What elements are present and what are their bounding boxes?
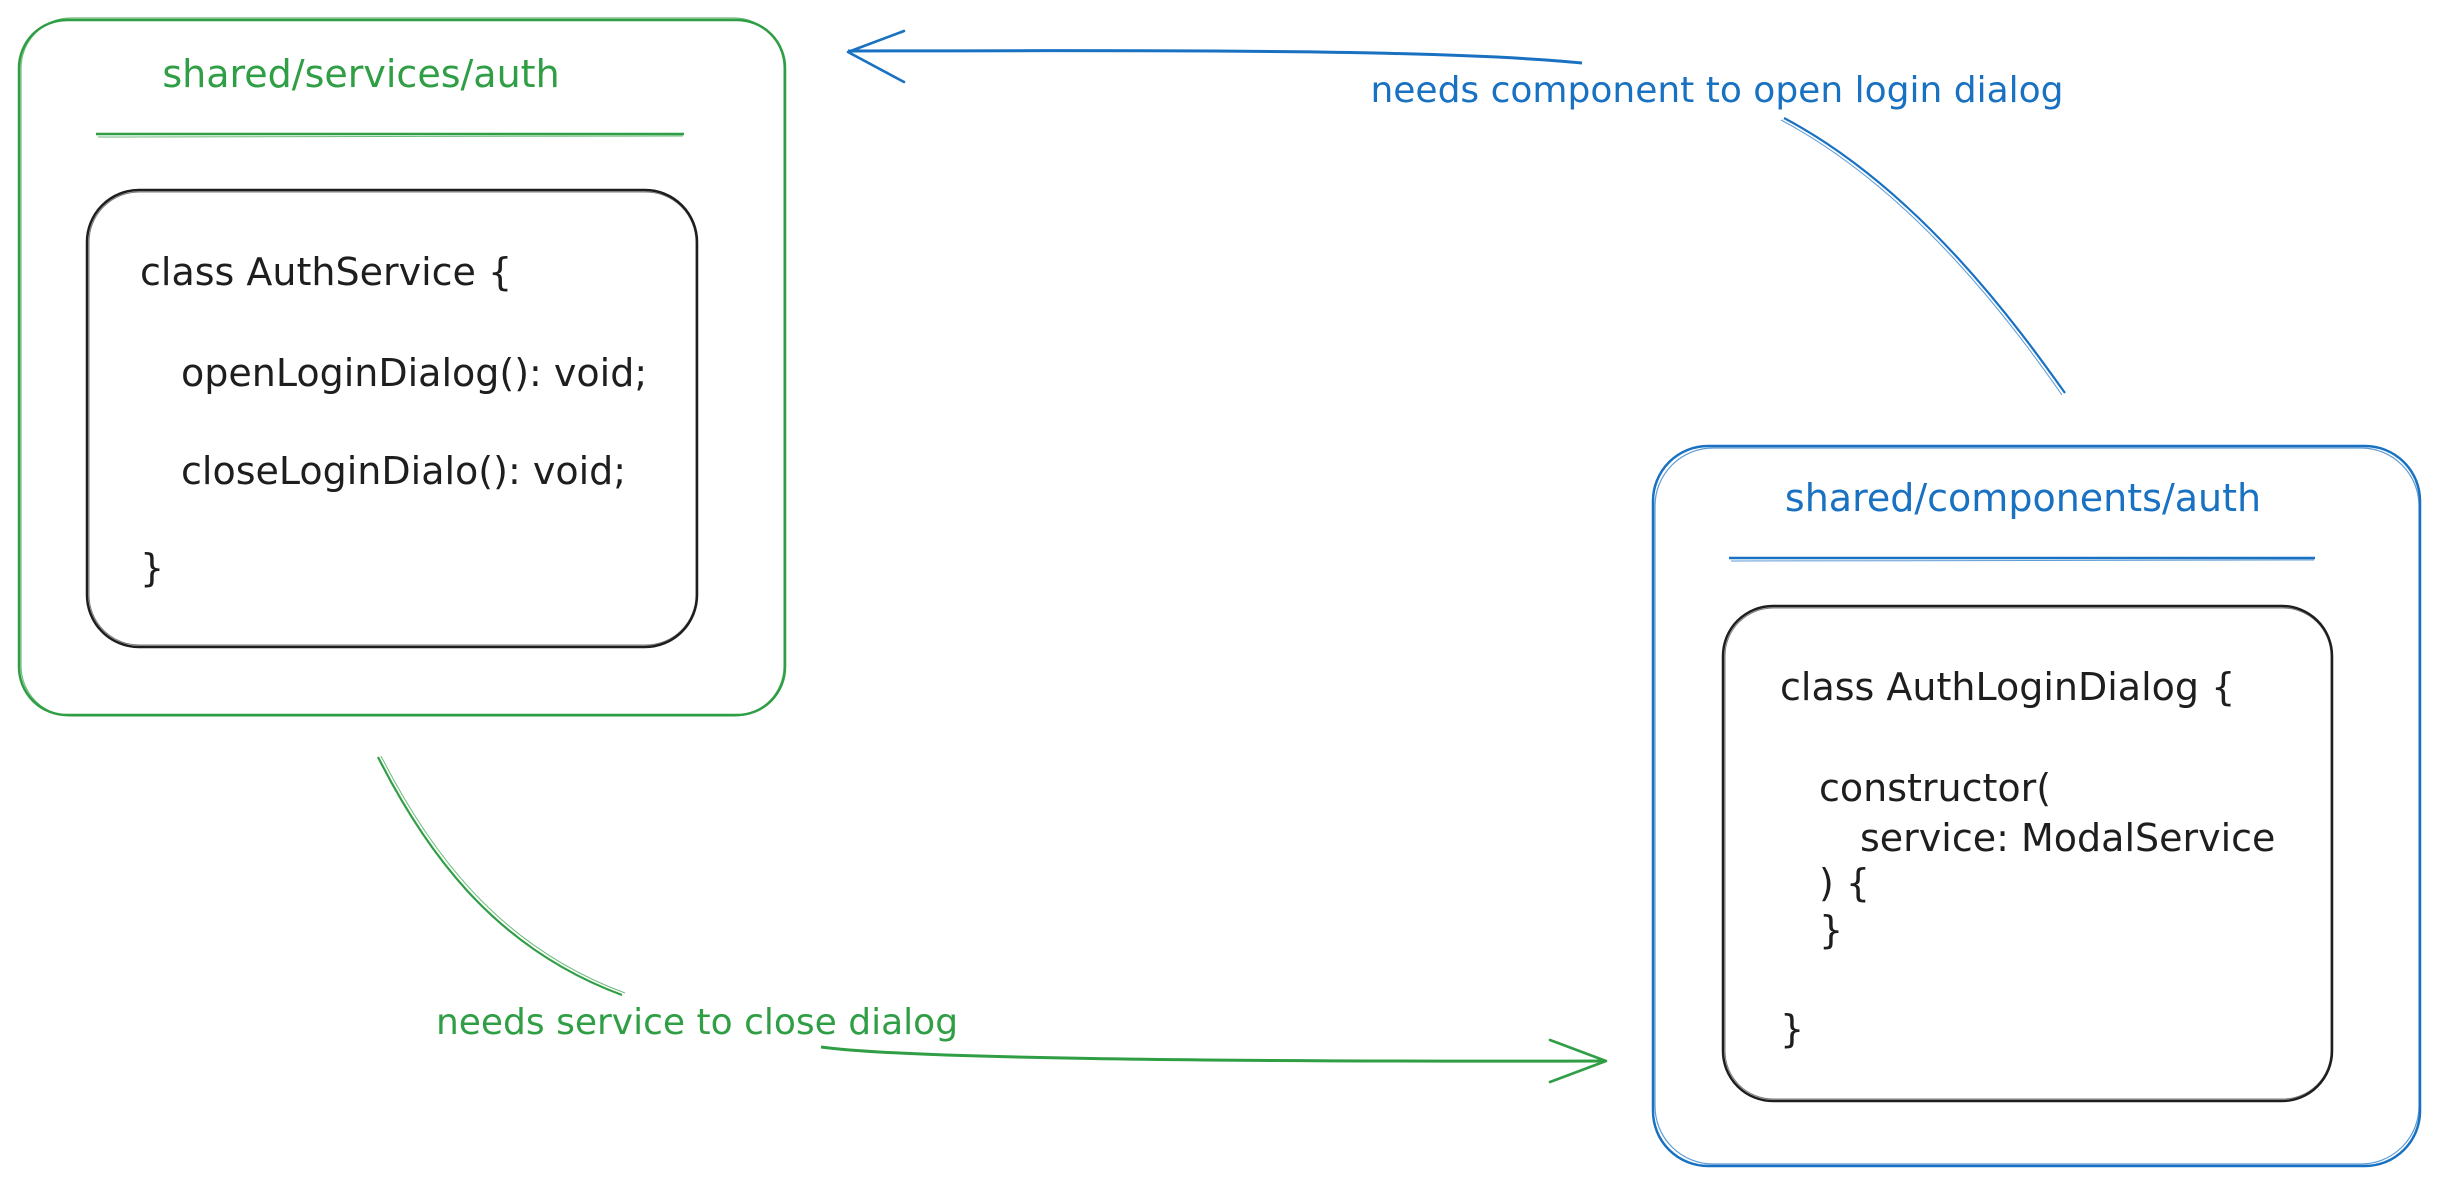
component-code-block: class AuthLoginDialog { constructor( ser…	[1721, 604, 2334, 1103]
service-code-block: class AuthService { openLoginDialog(): v…	[85, 188, 699, 649]
service-code-frame-sketch	[88, 191, 697, 646]
arrow-service-to-component-tail-sketch	[380, 755, 626, 994]
component-code-line: ) {	[1819, 861, 1870, 905]
component-module-frame	[1651, 444, 2422, 1168]
service-module-frame-sketch	[20, 17, 785, 717]
arrow-service-to-component-label: needs service to close dialog	[436, 1002, 958, 1043]
component-module-divider-sketch	[1730, 559, 2315, 562]
arrow-right-icon	[1548, 1038, 1608, 1084]
component-module[interactable]: shared/components/auth class AuthLoginDi…	[1651, 444, 2422, 1168]
service-code-line: openLoginDialog(): void;	[181, 351, 647, 395]
service-code-line: }	[140, 546, 164, 590]
component-code-line: constructor(	[1819, 766, 2051, 810]
service-code-line: closeLoginDialo(): void;	[181, 449, 626, 493]
service-module-frame	[17, 18, 787, 717]
service-code-frame	[85, 188, 699, 649]
arrow-component-to-service-tail-sketch	[1780, 119, 2063, 396]
component-code-line: class AuthLoginDialog {	[1780, 665, 2235, 709]
component-code-line: }	[1780, 1007, 1804, 1051]
service-module[interactable]: shared/services/auth class AuthService {…	[17, 17, 787, 717]
component-code-frame	[1721, 604, 2334, 1103]
component-module-frame-sketch	[1654, 447, 2420, 1165]
component-code-frame-sketch	[1724, 607, 2332, 1100]
service-module-title: shared/services/auth	[162, 52, 559, 96]
component-code-line: }	[1819, 908, 1843, 952]
arrow-component-to-service-tail	[1783, 117, 2066, 394]
arrow-service-to-component-tail	[377, 756, 623, 997]
arrow-component-to-service-shaft	[847, 49, 1583, 65]
arrow-service-to-component-shaft	[820, 1045, 1607, 1063]
component-module-title: shared/components/auth	[1785, 476, 2261, 520]
arrow-component-to-service-label: needs component to open login dialog	[1370, 70, 2063, 111]
component-code-line: service: ModalService	[1860, 816, 2275, 860]
service-code-line: class AuthService {	[140, 250, 512, 294]
service-module-divider-sketch	[97, 135, 684, 138]
arrow-component-to-service[interactable]: needs component to open login dialog	[846, 29, 2066, 396]
arrow-service-to-component[interactable]: needs service to close dialog	[377, 755, 1608, 1084]
arrow-left-icon	[846, 29, 906, 84]
